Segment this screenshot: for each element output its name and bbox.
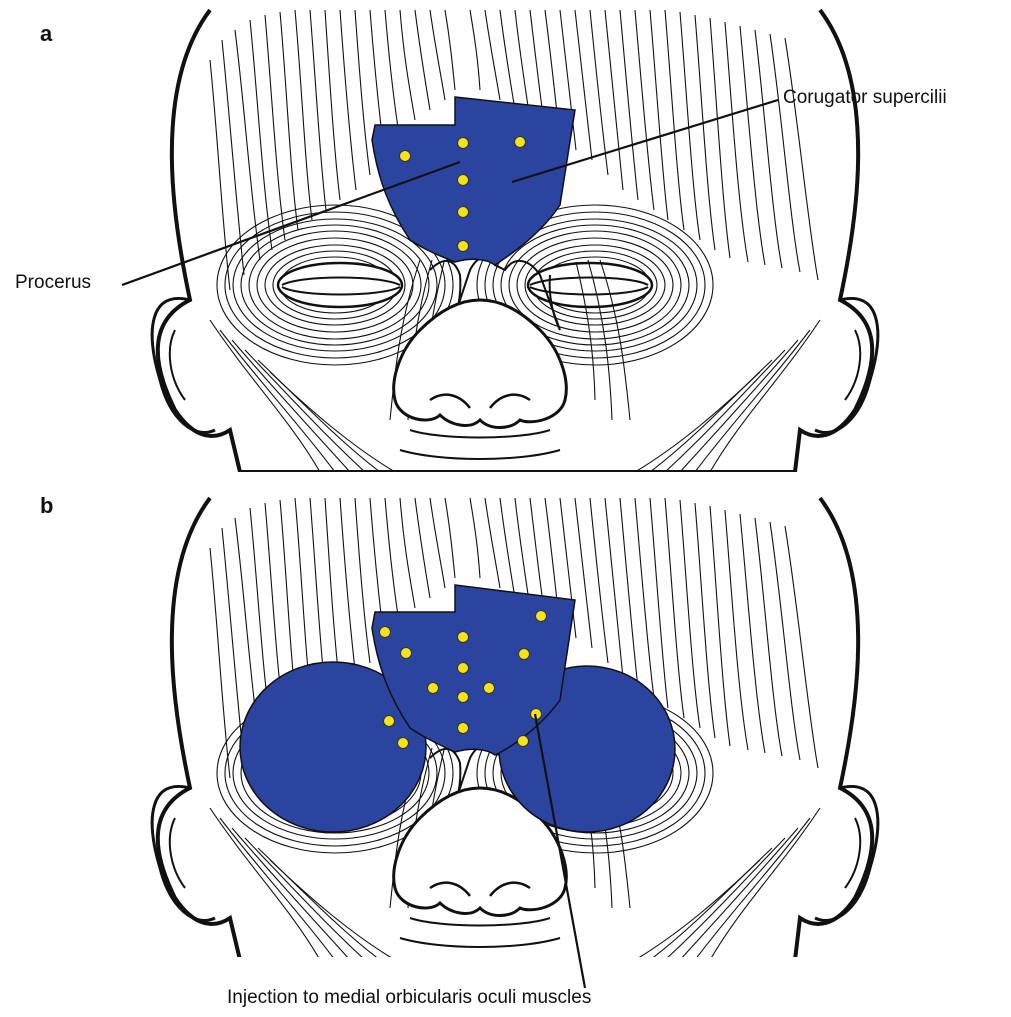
- injection-point: [458, 663, 469, 674]
- injection-point: [458, 175, 469, 186]
- panel-label-a: a: [40, 21, 52, 47]
- procerus-label: Procerus: [15, 272, 91, 294]
- corrugator-supercilii-label: Corugator supercilii: [783, 87, 947, 109]
- injection-point: [458, 241, 469, 252]
- injection-point: [518, 736, 529, 747]
- panel-b-face: [152, 498, 878, 960]
- injection-point: [458, 723, 469, 734]
- panel-a-face: [152, 10, 878, 472]
- injection-point: [384, 716, 395, 727]
- panel-label-b: b: [40, 493, 53, 519]
- injection-point: [400, 151, 411, 162]
- injection-point: [536, 611, 547, 622]
- injection-point: [458, 138, 469, 149]
- injection-label: Injection to medial orbicularis oculi mu…: [227, 987, 591, 1009]
- injection-point: [428, 683, 439, 694]
- injection-point: [401, 648, 412, 659]
- injection-point: [515, 137, 526, 148]
- injection-point: [458, 207, 469, 218]
- injection-point: [458, 632, 469, 643]
- injection-point: [380, 627, 391, 638]
- injection-point: [458, 692, 469, 703]
- injection-point: [398, 738, 409, 749]
- injection-point: [484, 683, 495, 694]
- injection-point: [519, 649, 530, 660]
